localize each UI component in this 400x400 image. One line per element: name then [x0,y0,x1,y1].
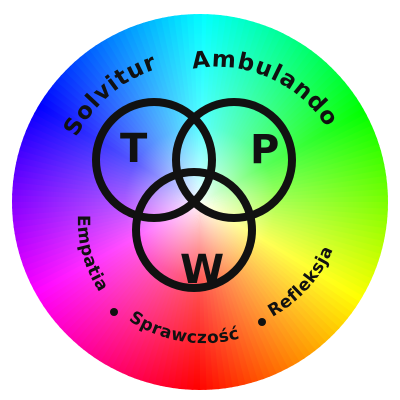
letter-top-left: T [120,126,148,172]
ring-top-left [92,98,216,222]
ring-top-right [172,98,296,222]
letter-top-right: P [250,127,279,173]
letter-bottom: W [180,247,224,293]
separator-dot-left [110,308,118,316]
ring-bottom [132,168,256,292]
separator-dot-right [258,318,266,326]
three-interlocking-rings-icon [92,98,296,292]
